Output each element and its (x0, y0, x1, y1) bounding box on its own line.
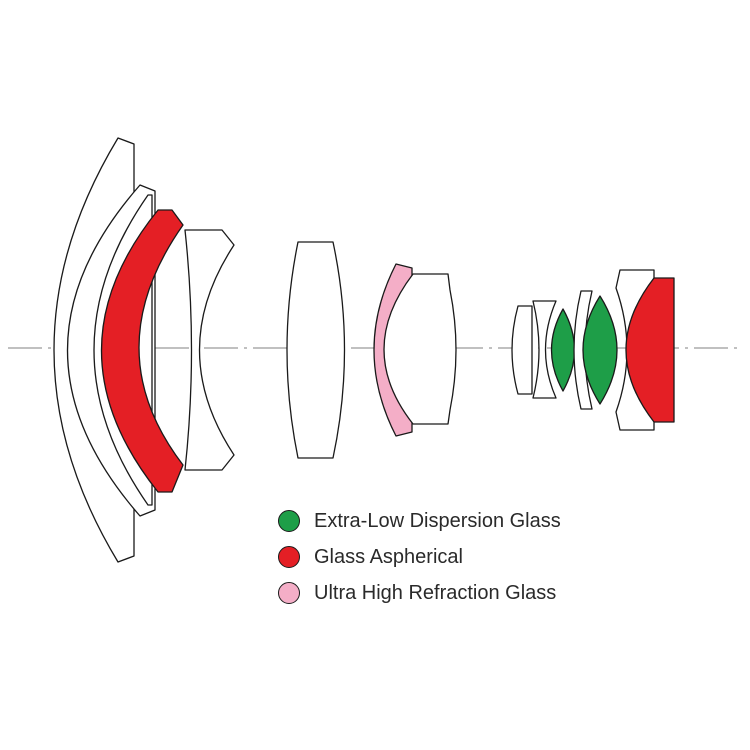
element-9 (511, 305, 533, 395)
element-5 (184, 229, 235, 471)
green-circle-icon (278, 510, 300, 532)
pink-circle-icon (278, 582, 300, 604)
legend: Extra-Low Dispersion Glass Glass Aspheri… (278, 503, 561, 611)
legend-item-ultra-high-refraction: Ultra High Refraction Glass (278, 575, 561, 611)
element-10 (532, 300, 557, 399)
legend-label: Glass Aspherical (314, 545, 463, 568)
legend-label: Extra-Low Dispersion Glass (314, 509, 561, 532)
element-4 (101, 209, 184, 493)
legend-item-aspherical: Glass Aspherical (278, 539, 561, 575)
element-13 (582, 295, 618, 405)
element-11 (550, 308, 576, 392)
legend-item-extra-low-dispersion: Extra-Low Dispersion Glass (278, 503, 561, 539)
element-8 (383, 273, 457, 425)
element-15 (625, 277, 675, 423)
element-6 (286, 241, 346, 459)
legend-label: Ultra High Refraction Glass (314, 581, 557, 604)
red-circle-icon (278, 546, 300, 568)
